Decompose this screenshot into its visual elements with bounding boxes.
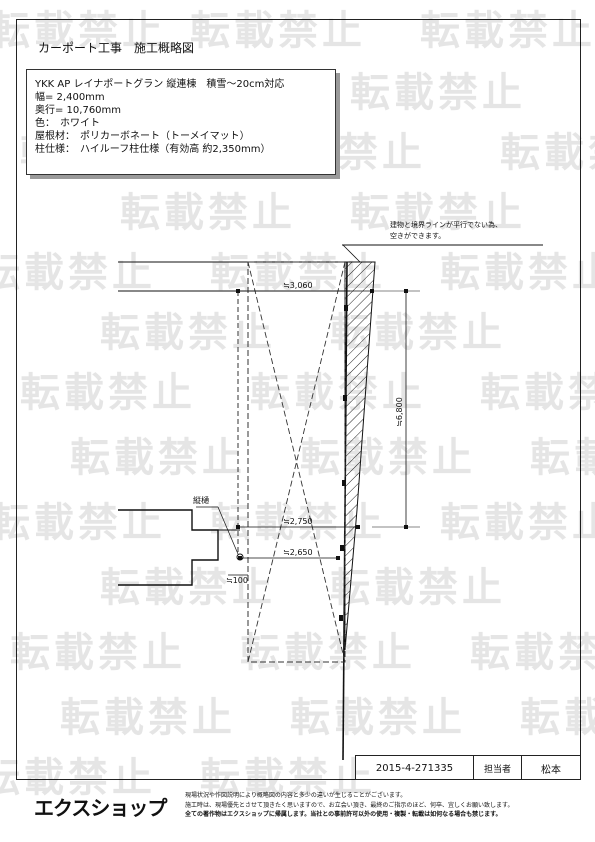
spec-depth: 奥行= 10,760mm: [35, 105, 122, 116]
footer-notes: 現場状況や作図説明により概略図の内容と多少の違いが生じることがございます。 施工…: [185, 791, 575, 820]
person-name: 松本: [522, 756, 581, 780]
dimension-tick: [236, 525, 240, 529]
pillar-marker: [344, 305, 348, 311]
page-title: カーポート工事 施工概略図: [38, 41, 195, 55]
title-block: 2015-4-271335 担当者 松本: [355, 755, 581, 780]
company-logo: エクスショップ: [34, 796, 167, 820]
carport-roof-outline: [247, 261, 346, 663]
spec-pillar: 柱仕様： ハイルーフ柱仕様（有効高 約2,350mm）: [35, 144, 271, 155]
dimension-tick: [356, 525, 360, 529]
gap-note-line1: 建物と境界ラインが平行でない為、: [390, 221, 502, 229]
pillar-marker: [339, 615, 343, 621]
footer-copyright: 全ての著作物はエクスショップに帰属します。当社との事前許可以外の使用・複製・転載…: [185, 811, 502, 818]
carport-roof-diagonal: [247, 261, 346, 663]
seam-leader-line: [217, 506, 239, 555]
seam-label: 縦樋: [193, 496, 209, 505]
gap-note-line2: 空きができます。: [390, 232, 446, 240]
spec-product: YKK AP レイナポートグラン 縦連棟 積雪～20cm対応: [35, 79, 285, 90]
spec-width: 幅= 2,400mm: [35, 92, 105, 103]
dim-3060-label: ≒3,060: [283, 281, 313, 290]
dimension-tick: [404, 525, 408, 529]
pillar-marker: [343, 395, 347, 401]
note-leader-line: [342, 244, 361, 263]
drawing-frame: [16, 19, 581, 780]
boundary-gap-hatch: [344, 261, 376, 651]
spec-color: 色： ホワイト: [35, 118, 100, 129]
dim-2650-label: ≒2,650: [283, 548, 313, 557]
person-label: 担当者: [474, 756, 522, 780]
carport-roof-diagonal: [247, 261, 346, 663]
pillar-marker: [340, 545, 344, 551]
dimension-tick: [238, 556, 242, 560]
gap-note: 建物と境界ラインが平行でない為、 空きができます。: [390, 220, 502, 242]
pillar-marker: [342, 480, 346, 486]
spec-box: YKK AP レイナポートグラン 縦連棟 積雪～20cm対応 幅= 2,400m…: [26, 69, 336, 175]
spec-roof: 屋根材： ポリカーボネート（トーメイマット）: [35, 131, 250, 142]
dimension-tick: [404, 289, 408, 293]
drawing-number: 2015-4-271335: [356, 756, 474, 780]
dim-2750-label: ≒2,750: [283, 517, 313, 526]
wall-outline: [118, 509, 219, 586]
footer-line2: 施工時は、現場優先とさせて頂きたく思いますので、お立会い頂き、最終のご指示のほど…: [185, 801, 514, 809]
dimension-tick: [236, 289, 240, 293]
footer-line1: 現場状況や作図説明により概略図の内容と多少の違いが生じることがございます。: [185, 792, 407, 799]
dim-6800-label: ≒6,800: [395, 397, 404, 427]
dim-100-label: ≒100: [226, 576, 248, 585]
dimension-tick: [336, 556, 340, 560]
